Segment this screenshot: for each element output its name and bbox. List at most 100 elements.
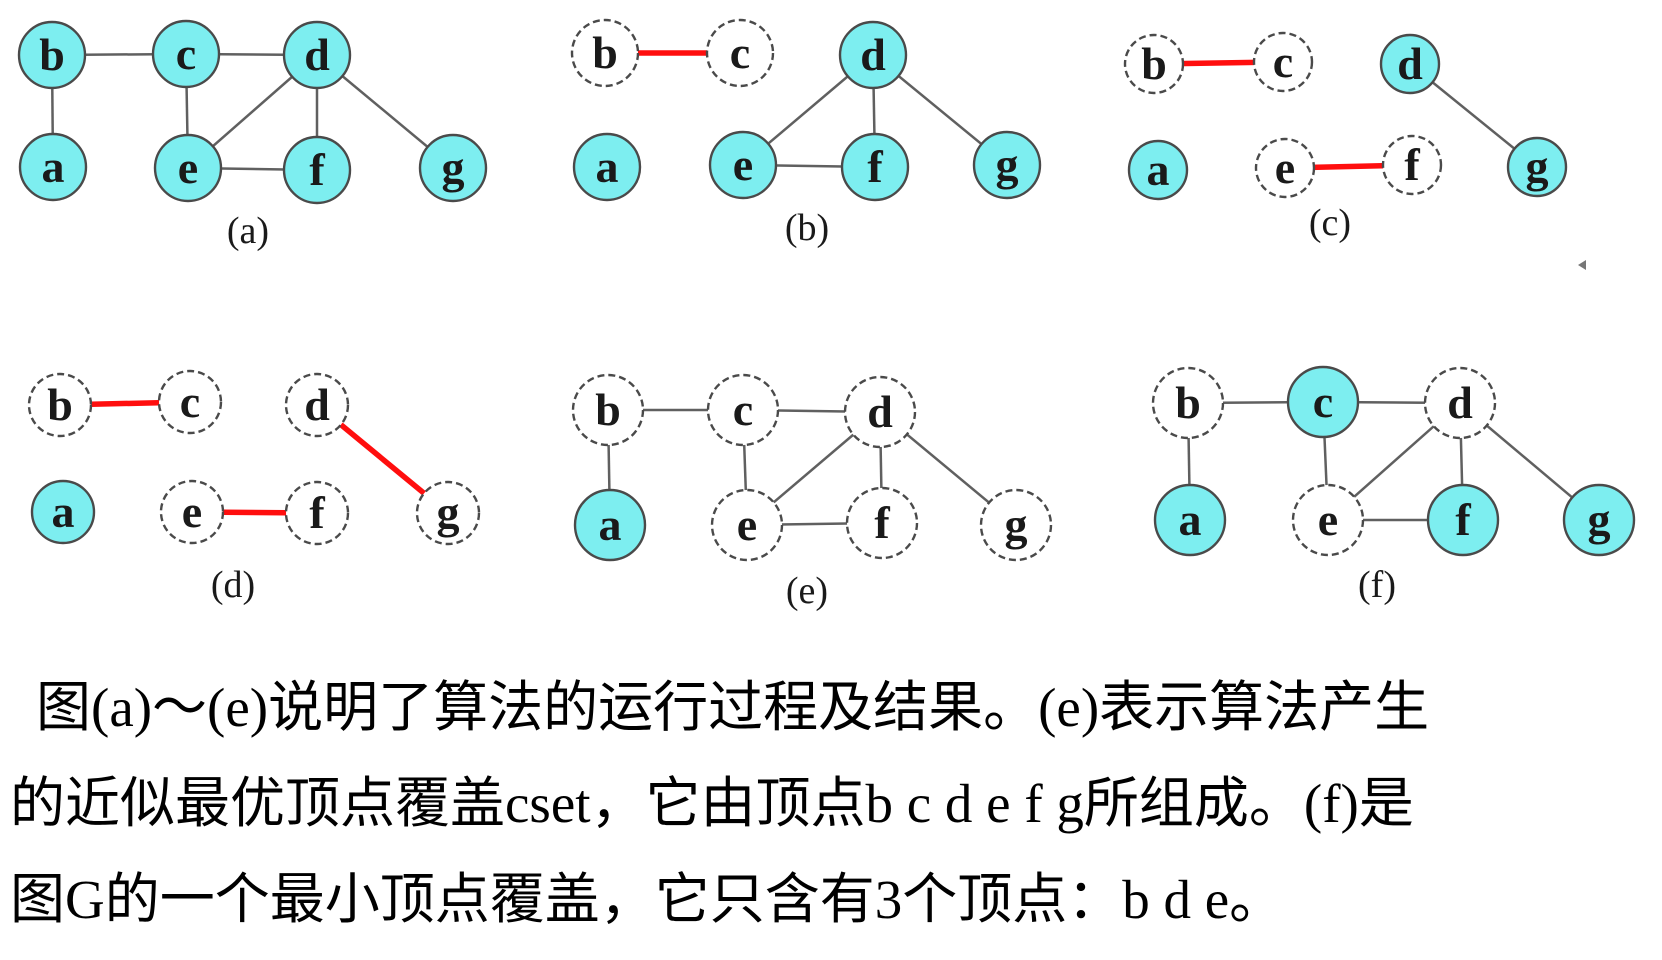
graph-f: b c d a e f g (f) — [1151, 365, 1636, 606]
graph-d-node-d — [284, 372, 350, 438]
graph-d-node-f — [284, 480, 350, 546]
caption-line-2: 的近似最优顶点覆盖cset，它由顶点b c d e f g所组成。(f)是 — [10, 773, 1414, 834]
graph-f-node-c — [1286, 365, 1360, 439]
graph-e-node-label-e: e — [737, 499, 757, 550]
graph-d-node-e — [159, 479, 225, 545]
graph-e-node-d — [843, 375, 917, 449]
graph-c-node-d — [1379, 33, 1441, 95]
graph-d-node-a — [30, 479, 96, 545]
graph-e-node-label-c: c — [733, 384, 753, 435]
graph-c-node-b — [1123, 33, 1185, 95]
graph-e-node-f — [845, 486, 919, 560]
graph-c-node-label-a: a — [1147, 144, 1170, 195]
graph-d-caption: (d) — [211, 564, 255, 606]
graph-f-node-a — [1153, 483, 1227, 557]
graph-d-node-label-g: g — [437, 487, 460, 538]
graph-d-node-b — [27, 372, 93, 438]
graph-e-node-g — [979, 488, 1053, 562]
graph-e-node-label-d: d — [867, 386, 893, 437]
graph-b-node-label-g: g — [996, 139, 1019, 190]
graph-e: b c d a e f g (e) — [571, 373, 1053, 612]
graph-a-node-f — [282, 135, 352, 205]
graph-d-node-label-f: f — [309, 487, 325, 538]
graph-d: b c d a e f g (d) — [27, 369, 481, 606]
graph-a-node-a — [18, 132, 88, 202]
graph-c-node-c — [1252, 31, 1314, 93]
graph-b-node-d — [838, 20, 908, 90]
graph-d-node-g — [415, 480, 481, 546]
graph-e-node-label-a: a — [599, 499, 622, 550]
graph-d-node-c — [157, 369, 223, 435]
graph-a: b c d a e f g (a) — [17, 19, 488, 252]
graph-c-node-f — [1381, 134, 1443, 196]
graph-c-caption: (c) — [1309, 202, 1351, 244]
graph-e-caption: (e) — [786, 570, 828, 612]
graph-a-node-label-b: b — [39, 29, 65, 80]
graph-e-node-c — [706, 373, 780, 447]
graph-b-node-label-c: c — [730, 27, 750, 78]
graph-f-node-d — [1423, 366, 1497, 440]
graph-e-node-e — [710, 488, 784, 562]
graph-d-node-label-a: a — [52, 486, 75, 537]
graph-a-node-d — [282, 20, 352, 90]
graph-e-node-label-b: b — [595, 384, 621, 435]
graph-b-node-label-b: b — [592, 27, 618, 78]
graph-a-node-c — [151, 19, 221, 89]
graph-e-node-label-f: f — [874, 497, 890, 548]
caption: 图(a)～(e)说明了算法的运行过程及结果。(e)表示算法产生 的近似最优顶点覆… — [10, 660, 1655, 948]
graph-b-caption: (b) — [785, 207, 829, 249]
stray-mark — [1578, 260, 1586, 270]
graph-f-node-label-e: e — [1318, 494, 1338, 545]
graph-c-node-label-b: b — [1141, 38, 1167, 89]
graph-c-node-label-g: g — [1526, 141, 1549, 192]
graph-d-node-label-b: b — [47, 379, 73, 430]
graph-c-node-label-d: d — [1397, 38, 1423, 89]
graph-a-node-label-e: e — [178, 142, 198, 193]
graph-f-node-e — [1291, 483, 1365, 557]
graph-d-node-label-c: c — [180, 376, 200, 427]
graph-e-node-a — [573, 488, 647, 562]
graph-f-node-f — [1426, 483, 1500, 557]
graph-f-node-b — [1151, 366, 1225, 440]
graph-c-node-e — [1254, 137, 1316, 199]
graph-d-node-label-d: d — [304, 379, 330, 430]
graph-b-node-g — [972, 130, 1042, 200]
graph-b-node-c — [705, 18, 775, 88]
vertex-cover-figure: b c d a e f g (a) b c d a e f g (b) b c d a e f g (c) b c d a e f g (d)… — [17, 18, 1636, 612]
graph-a-node-label-f: f — [309, 144, 325, 195]
graph-d-node-label-e: e — [182, 486, 202, 537]
graph-b-node-a — [572, 132, 642, 202]
graph-a-node-label-d: d — [304, 29, 330, 80]
graph-b-node-b — [570, 18, 640, 88]
graph-a-node-label-a: a — [42, 141, 65, 192]
graph-a-node-g — [418, 133, 488, 203]
graph-a-node-e — [153, 133, 223, 203]
graph-f-node-label-d: d — [1447, 377, 1473, 428]
graph-e-node-b — [571, 373, 645, 447]
graph-c-node-a — [1127, 139, 1189, 201]
graph-b-node-f — [840, 132, 910, 202]
graph-b-node-label-e: e — [733, 139, 753, 190]
graph-c-node-g — [1506, 136, 1568, 198]
graph-f-node-label-g: g — [1588, 494, 1611, 545]
graph-b-node-e — [708, 130, 778, 200]
graph-f-caption: (f) — [1358, 564, 1396, 606]
graph-f-node-label-a: a — [1179, 494, 1202, 545]
graph-a-caption: (a) — [227, 210, 269, 252]
graph-a-node-label-c: c — [176, 28, 196, 79]
caption-line-1: 图(a)～(e)说明了算法的运行过程及结果。(e)表示算法产生 — [36, 677, 1430, 738]
graph-f-node-g — [1562, 483, 1636, 557]
graph-e-node-label-g: g — [1005, 499, 1028, 550]
graph-c-node-label-c: c — [1273, 36, 1293, 87]
graph-a-node-label-g: g — [442, 142, 465, 193]
graph-c-node-label-e: e — [1275, 142, 1295, 193]
graph-f-node-label-b: b — [1175, 377, 1201, 428]
graph-b-node-label-a: a — [596, 141, 619, 192]
graph-b-node-label-f: f — [867, 141, 883, 192]
graph-f-node-label-c: c — [1313, 376, 1333, 427]
graph-f-node-label-f: f — [1455, 494, 1471, 545]
graph-c: b c d a e f g (c) — [1123, 31, 1568, 244]
graph-c-node-label-f: f — [1404, 139, 1420, 190]
